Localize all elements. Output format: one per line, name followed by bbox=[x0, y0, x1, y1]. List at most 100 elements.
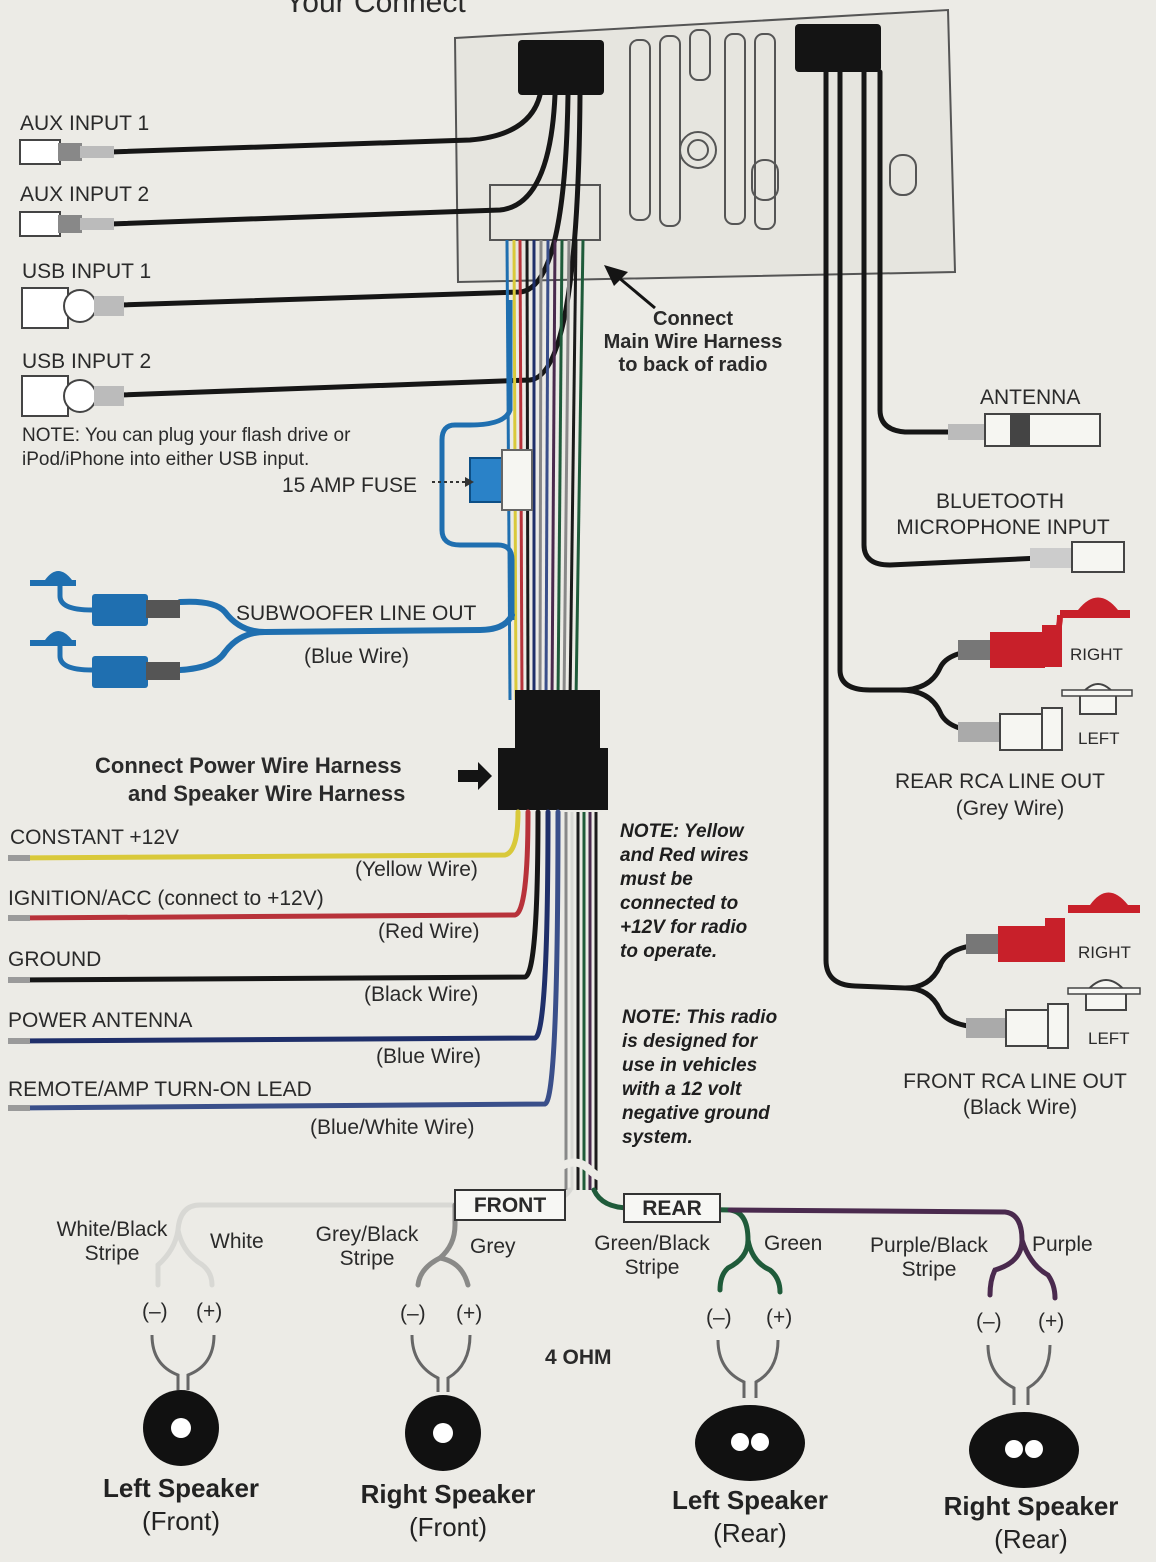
rear-left-neg-terminal: (–) bbox=[706, 1306, 732, 1329]
front-tag bbox=[454, 1189, 566, 1221]
aux-input-2-label: AUX INPUT 2 bbox=[20, 183, 150, 206]
usb-input-2-label: USB INPUT 2 bbox=[22, 350, 152, 373]
front-rca-plugs bbox=[966, 892, 1141, 1049]
blue-wire-label: (Blue Wire) bbox=[376, 1045, 482, 1068]
aux-input-1-label: AUX INPUT 1 bbox=[20, 112, 150, 135]
front-right-neg-terminal: (–) bbox=[400, 1302, 426, 1325]
speaker-rear-left-label: Left Speaker (Rear) bbox=[652, 1484, 848, 1549]
front-rca-left-label: LEFT bbox=[1088, 1029, 1130, 1048]
rear-right-neg-wire-2: Stripe bbox=[901, 1258, 957, 1281]
yellow-red-note: NOTE: Yellow and Red wires must be conne… bbox=[620, 820, 749, 964]
subwoofer-wire-label: (Blue Wire) bbox=[304, 645, 410, 668]
rear-rca-plugs bbox=[958, 597, 1133, 751]
speaker-position: (Rear) bbox=[994, 1523, 1068, 1554]
note-line: with a 12 volt bbox=[622, 1079, 742, 1100]
usb-input-1-label: USB INPUT 1 bbox=[22, 260, 152, 283]
speaker-rear-right-label: Right Speaker (Rear) bbox=[926, 1490, 1136, 1555]
rear-rca-title: REAR RCA LINE OUT bbox=[894, 770, 1106, 793]
usb-note-line-2: iPod/iPhone into either USB input. bbox=[22, 449, 310, 470]
remote-amp-label: REMOTE/AMP TURN-ON LEAD bbox=[8, 1078, 312, 1101]
speaker-name: Right Speaker bbox=[360, 1479, 536, 1509]
front-right-neg-wire-2: Stripe bbox=[339, 1247, 395, 1270]
front-rca-wire-label: (Black Wire) bbox=[962, 1096, 1078, 1119]
front-rca-title: FRONT RCA LINE OUT bbox=[903, 1070, 1127, 1093]
yellow-wire-label: (Yellow Wire) bbox=[355, 858, 478, 881]
speaker-position: (Front) bbox=[142, 1505, 220, 1536]
rear-left-pos-wire: Green bbox=[764, 1232, 823, 1255]
front-left-neg-wire-2: Stripe bbox=[84, 1242, 140, 1265]
antenna-socket bbox=[795, 24, 881, 72]
note-line: and Red wires bbox=[620, 845, 749, 866]
note-line: NOTE: This radio bbox=[622, 1007, 778, 1028]
subwoofer-label: SUBWOOFER LINE OUT bbox=[236, 602, 477, 625]
rear-tag-label: REAR bbox=[642, 1197, 702, 1220]
front-left-pos-terminal: (+) bbox=[196, 1300, 223, 1323]
bt-mic-label-2: MICROPHONE INPUT bbox=[896, 516, 1110, 539]
rear-right-neg-terminal: (–) bbox=[976, 1310, 1002, 1333]
ignition-label: IGNITION/ACC (connect to +12V) bbox=[8, 887, 324, 910]
note-line: negative ground bbox=[622, 1103, 770, 1124]
front-right-neg-wire-1: Grey/Black bbox=[315, 1223, 419, 1246]
power-harness-connector bbox=[515, 690, 600, 750]
note-line: use in vehicles bbox=[622, 1055, 758, 1076]
speaker-front-right-label: Right Speaker (Front) bbox=[346, 1478, 550, 1543]
rear-tag bbox=[623, 1193, 721, 1223]
usb2-plug bbox=[21, 375, 124, 417]
rear-right-neg-wire-1: Purple/Black bbox=[870, 1234, 988, 1257]
front-right-pos-wire: Grey bbox=[470, 1235, 516, 1258]
power-harness-callout-1: Connect Power Wire Harness bbox=[95, 753, 402, 778]
page-title-fragment: Your Connect bbox=[285, 0, 466, 19]
front-rca-right-label: RIGHT bbox=[1078, 943, 1131, 962]
red-wire-label: (Red Wire) bbox=[378, 920, 480, 943]
impedance-label: 4 OHM bbox=[545, 1346, 612, 1369]
black-wire-label: (Black Wire) bbox=[364, 983, 479, 1006]
subwoofer-rca-plugs bbox=[30, 571, 180, 688]
fuse-label: 15 AMP FUSE bbox=[282, 474, 418, 497]
front-tag-label: FRONT bbox=[473, 1194, 547, 1217]
speaker-position: (Front) bbox=[409, 1511, 487, 1542]
rear-left-neg-wire-1: Green/Black bbox=[594, 1232, 710, 1255]
speaker-rear-right bbox=[969, 1344, 1079, 1488]
front-left-neg-wire-1: White/Black bbox=[56, 1218, 168, 1241]
ground-label: GROUND bbox=[8, 948, 102, 971]
note-line: system. bbox=[622, 1127, 693, 1148]
note-line: NOTE: Yellow bbox=[620, 821, 744, 842]
antenna-label: ANTENNA bbox=[980, 386, 1081, 409]
rear-left-pos-terminal: (+) bbox=[766, 1306, 793, 1329]
speaker-name: Left Speaker bbox=[102, 1473, 260, 1503]
note-line: +12V for radio bbox=[620, 917, 748, 938]
speaker-name: Right Speaker bbox=[943, 1491, 1119, 1521]
fuse-wire bbox=[439, 300, 515, 620]
speaker-front-left-label: Left Speaker (Front) bbox=[86, 1472, 276, 1537]
note-line: connected to bbox=[620, 893, 739, 914]
power-antenna-label: POWER ANTENNA bbox=[8, 1009, 193, 1032]
front-right-pos-terminal: (+) bbox=[456, 1302, 483, 1325]
aux2-plug bbox=[19, 211, 114, 237]
front-left-neg-terminal: (–) bbox=[142, 1300, 168, 1323]
speaker-front-left bbox=[143, 1334, 219, 1466]
ground-note: NOTE: This radio is designed for use in … bbox=[622, 1006, 777, 1150]
speaker-rear-left bbox=[695, 1339, 805, 1481]
rear-rca-wire-label: (Grey Wire) bbox=[955, 797, 1065, 820]
power-harness-callout-2: and Speaker Wire Harness bbox=[128, 781, 406, 806]
speaker-name: Left Speaker bbox=[671, 1485, 829, 1515]
bt-mic-label-1: BLUETOOTH bbox=[936, 490, 1064, 513]
aux1-plug bbox=[19, 139, 114, 165]
speaker-front-right bbox=[405, 1334, 481, 1471]
fuse bbox=[469, 457, 503, 503]
constant-12v-label: CONSTANT +12V bbox=[10, 826, 180, 849]
callout-arrow bbox=[458, 762, 492, 790]
note-line: is designed for bbox=[622, 1031, 758, 1052]
main-harness-socket bbox=[518, 40, 604, 95]
speaker-position: (Rear) bbox=[713, 1517, 787, 1548]
note-line: must be bbox=[620, 869, 693, 890]
rear-left-neg-wire-2: Stripe bbox=[624, 1256, 680, 1279]
antenna-plug bbox=[948, 413, 1101, 447]
main-harness-callout-3: to back of radio bbox=[618, 354, 768, 376]
main-harness-callout-2: Main Wire Harness bbox=[603, 331, 783, 353]
usb-note-line-1: NOTE: You can plug your flash drive or bbox=[22, 425, 351, 446]
main-harness-callout-1: Connect bbox=[653, 308, 733, 330]
rear-rca-right-label: RIGHT bbox=[1070, 645, 1123, 664]
blue-white-wire-label: (Blue/White Wire) bbox=[310, 1116, 475, 1139]
